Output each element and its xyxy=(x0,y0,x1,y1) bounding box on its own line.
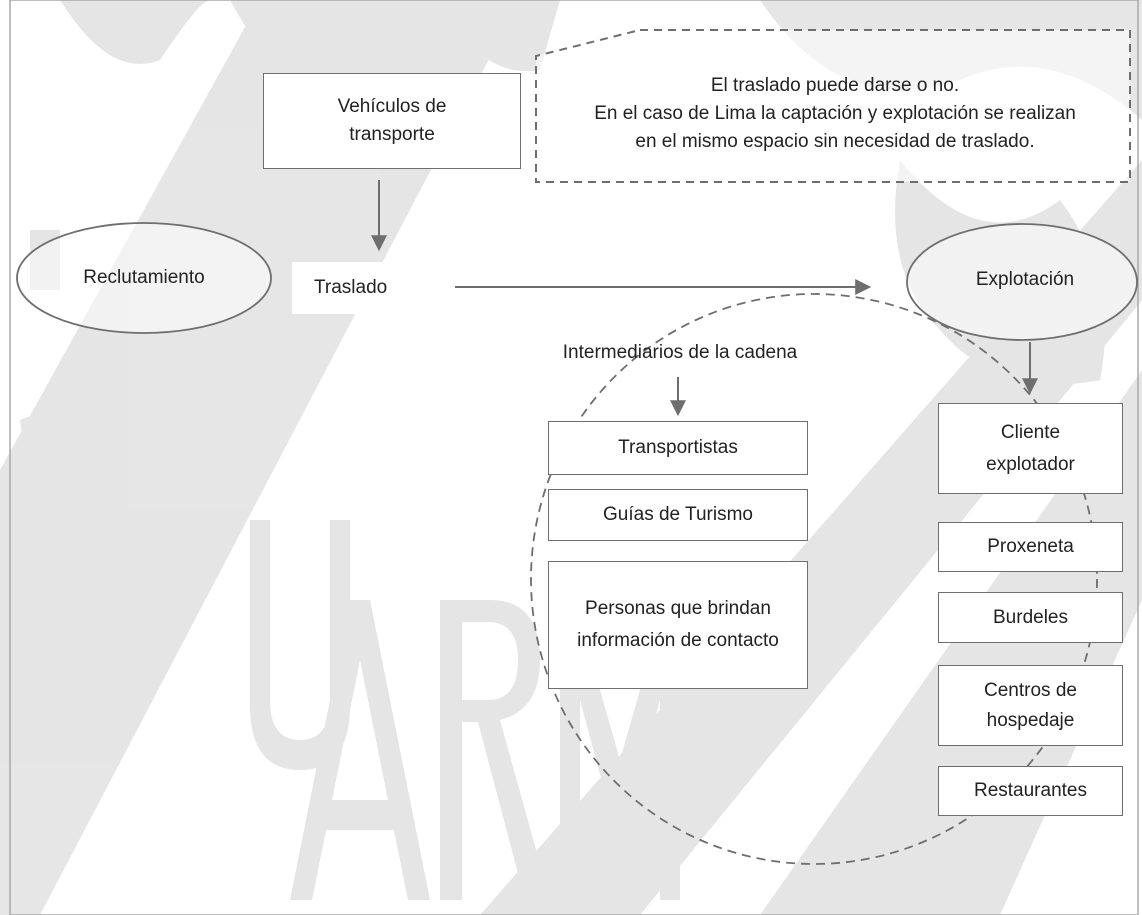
vehicles-label: Vehículos de transporte xyxy=(337,96,447,145)
exploiter-box-restaurantes: Restaurantes xyxy=(938,766,1123,816)
intermediaries-dashed-circle xyxy=(530,293,1098,865)
exploitation-ellipse xyxy=(906,223,1138,341)
exploitation-node: Explotación xyxy=(920,262,1130,298)
intermediary-label: Guías de Turismo xyxy=(603,504,753,525)
note-line-1: El traslado puede darse o no. xyxy=(710,75,960,96)
exploiter-label: Centros de hospedaje xyxy=(984,679,1077,731)
recruitment-node: Reclutamiento xyxy=(30,258,258,298)
transfer-node: Traslado xyxy=(292,262,454,314)
intermediary-box-transportistas: Transportistas xyxy=(548,421,808,475)
exploiter-label: Restaurantes xyxy=(973,780,1087,801)
intermediary-box-guias: Guías de Turismo xyxy=(548,489,808,541)
note-line-2: En el caso de Lima la captación y explot… xyxy=(594,103,1076,124)
client-box: Cliente explotador xyxy=(938,403,1123,494)
recruitment-label: Reclutamiento xyxy=(83,267,205,288)
intermediaries-title: Intermediarios de la cadena xyxy=(490,336,870,370)
exploiter-box-burdeles: Burdeles xyxy=(938,592,1123,643)
note-box-outline xyxy=(535,29,1131,183)
page-frame xyxy=(9,0,1139,915)
note-line-3: en el mismo espacio sin necesidad de tra… xyxy=(635,131,1035,152)
note-text: El traslado puede darse o no. En el caso… xyxy=(545,64,1125,164)
intermediaries-title-label: Intermediarios de la cadena xyxy=(562,342,798,363)
exploiter-label: Burdeles xyxy=(993,606,1068,628)
client-label: Cliente explotador xyxy=(986,421,1075,475)
intermediary-label: Transportistas xyxy=(618,437,738,458)
exploitation-label: Explotación xyxy=(975,269,1075,290)
exploiter-box-proxeneta: Proxeneta xyxy=(938,522,1123,572)
exploiter-box-centros: Centros de hospedaje xyxy=(938,665,1123,746)
intermediary-label: Personas que brindan información de cont… xyxy=(577,598,779,651)
recruitment-ellipse xyxy=(16,222,272,334)
transfer-label: Traslado xyxy=(314,277,388,298)
vehicles-box: Vehículos de transporte xyxy=(263,73,521,169)
intermediary-box-personas: Personas que brindan información de cont… xyxy=(548,561,808,689)
exploiter-label: Proxeneta xyxy=(987,536,1074,557)
